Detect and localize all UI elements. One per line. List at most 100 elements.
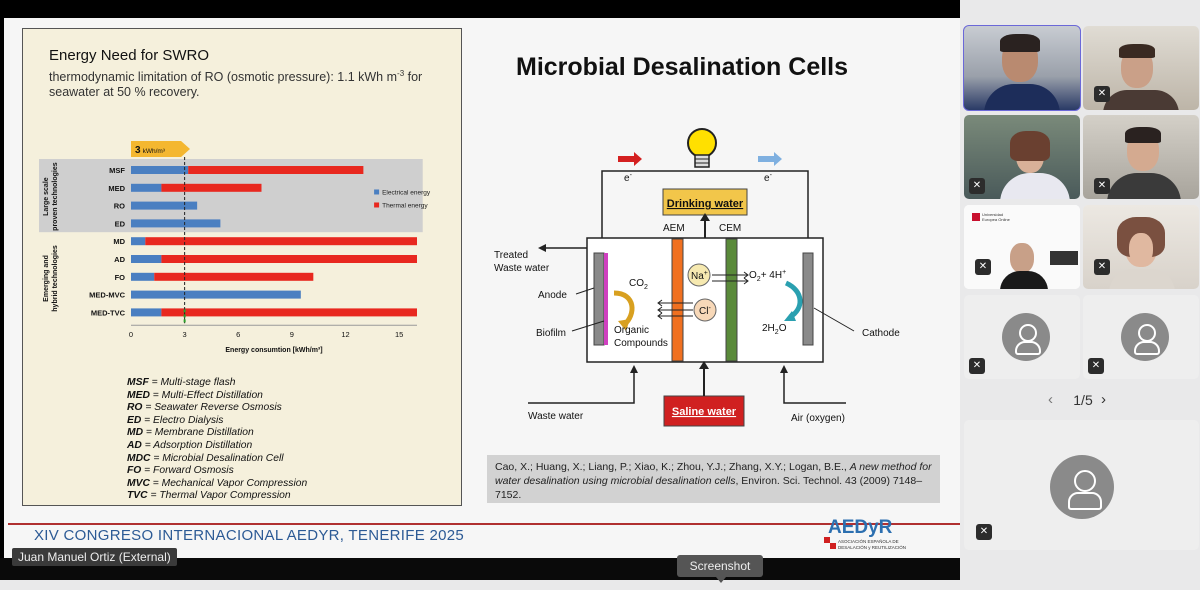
svg-text:AEDyR: AEDyR bbox=[828, 517, 893, 538]
cem-label: CEM bbox=[719, 223, 741, 234]
category-label: MSF bbox=[109, 166, 125, 175]
abbreviation-item: FO = Forward Osmosis bbox=[127, 465, 234, 477]
abbreviation-item: MD = Membrane Distillation bbox=[127, 427, 254, 439]
x-tick-label: 15 bbox=[395, 330, 403, 339]
abbreviation-item: TVC = Thermal Vapor Compression bbox=[127, 490, 291, 502]
treated-label: Treated bbox=[494, 250, 528, 261]
legend-swatch bbox=[374, 202, 380, 208]
footer-divider bbox=[8, 523, 960, 525]
screenshot-button[interactable]: Screenshot bbox=[677, 555, 763, 577]
category-label: MD bbox=[113, 237, 125, 246]
abbreviation-item: MDC = Microbial Desalination Cell bbox=[127, 452, 284, 464]
legend-label: Electrical energy bbox=[382, 189, 431, 196]
bar-med-thermal bbox=[161, 183, 262, 192]
category-label: MED bbox=[108, 184, 125, 193]
organic-label-1: Organic bbox=[614, 325, 649, 336]
treated-waste-label: Waste water bbox=[494, 263, 550, 274]
video-feed bbox=[964, 26, 1080, 110]
abbreviation-item: ED = Electro Dialysis bbox=[127, 414, 224, 426]
svg-text:DESALACIÓN y REUTILIZACIÓN: DESALACIÓN y REUTILIZACIÓN bbox=[838, 544, 906, 550]
x-axis-label: Energy consumtion [kWh/m³] bbox=[225, 347, 322, 354]
bar-ad-electrical bbox=[131, 255, 162, 263]
o2-label: O2+ 4H+ bbox=[749, 269, 786, 283]
participant-tile-3[interactable]: ✕ bbox=[964, 115, 1080, 199]
bar-med-electrical bbox=[131, 183, 162, 192]
mic-muted-icon: ✕ bbox=[1094, 86, 1110, 102]
co2-label: CO2 bbox=[629, 278, 648, 291]
drinking-water-box bbox=[662, 188, 748, 216]
participant-tile-8[interactable]: ✕ bbox=[1083, 295, 1199, 379]
abbreviation-item: AD = Adsorption Distillation bbox=[127, 439, 253, 451]
avatar-icon bbox=[1121, 313, 1169, 361]
abbreviation-item: RO = Seawater Reverse Osmosis bbox=[127, 402, 282, 414]
mdc-diagram: e- e- Drinking water AEM CEM Na+ Cl- bbox=[494, 128, 900, 427]
lightbulb-icon bbox=[687, 128, 717, 168]
h2o-label: 2H2O bbox=[762, 323, 787, 336]
page-indicator: 1/5 bbox=[1073, 392, 1093, 408]
bar-msf-electrical bbox=[131, 166, 189, 174]
aem-membrane bbox=[671, 238, 684, 362]
biofilm-label: Biofilm bbox=[536, 328, 566, 339]
bar-fo-thermal bbox=[154, 272, 314, 281]
mic-muted-icon: ✕ bbox=[1088, 358, 1104, 374]
electron-arrow-left bbox=[618, 152, 642, 166]
participant-tile-4[interactable]: ✕ bbox=[1083, 115, 1199, 199]
bar-med-mvc-electrical bbox=[131, 290, 301, 299]
energy-chart-panel: Energy Need for SWRO thermodynamic limit… bbox=[22, 28, 462, 506]
bar-ro-electrical bbox=[131, 201, 198, 210]
legend-label: Thermal energy bbox=[382, 202, 428, 209]
participant-tile-7[interactable]: ✕ bbox=[964, 295, 1080, 379]
next-page-button[interactable]: › bbox=[1101, 391, 1106, 408]
abbreviation-item: MVC = Mechanical Vapor Compression bbox=[127, 477, 308, 489]
x-tick-label: 6 bbox=[236, 330, 240, 339]
presentation-slide: Energy Need for SWRO thermodynamic limit… bbox=[4, 18, 960, 558]
mic-muted-icon: ✕ bbox=[969, 358, 985, 374]
participant-tile-1[interactable] bbox=[963, 25, 1081, 111]
callout-arrow bbox=[131, 141, 190, 157]
anode-label: Anode bbox=[538, 290, 567, 301]
electron-arrow-right bbox=[758, 152, 782, 166]
mdc-title: Microbial Desalination Cells bbox=[516, 53, 849, 81]
anode-electrode bbox=[593, 252, 605, 346]
x-tick-label: 0 bbox=[129, 330, 133, 339]
category-label: MED-TVC bbox=[91, 308, 126, 317]
bar-ed-electrical bbox=[131, 219, 221, 228]
category-label: ED bbox=[115, 219, 126, 228]
aedyr-logo: AEDyR ASOCIACIÓN ESPAÑOLA DE DESALACIÓN … bbox=[824, 517, 906, 550]
bar-fo-electrical bbox=[131, 272, 155, 281]
sodium-ion bbox=[687, 263, 711, 287]
e-left-label: e- bbox=[624, 172, 633, 184]
drinking-water-label: Drinking water bbox=[667, 198, 744, 210]
bar-md-thermal bbox=[145, 237, 418, 246]
mic-muted-icon: ✕ bbox=[976, 524, 992, 540]
waste-water-inlet-label: Waste water bbox=[528, 411, 584, 422]
saline-water-label: Saline water bbox=[672, 406, 737, 418]
video-feed bbox=[1083, 205, 1199, 289]
category-label: FO bbox=[115, 273, 126, 282]
avatar-icon bbox=[1050, 455, 1114, 519]
participant-tile-9[interactable]: ✕ bbox=[964, 420, 1199, 550]
previous-page-button[interactable]: ‹ bbox=[1048, 391, 1053, 408]
ion-arrows bbox=[657, 271, 749, 320]
energy-subtitle: thermodynamic limitation of RO (osmotic … bbox=[49, 69, 423, 100]
category-label: MED-MVC bbox=[89, 291, 125, 300]
participant-tile-2[interactable]: ✕ bbox=[1083, 26, 1199, 110]
x-tick-label: 3 bbox=[183, 330, 187, 339]
bar-med-tvc-electrical bbox=[131, 308, 162, 317]
mic-muted-icon: ✕ bbox=[1094, 259, 1110, 275]
mic-muted-icon: ✕ bbox=[1094, 178, 1110, 194]
energy-title: Energy Need for SWRO bbox=[49, 47, 210, 64]
cathode-electrode bbox=[802, 252, 814, 346]
participant-tile-6[interactable]: ✕ bbox=[1083, 205, 1199, 289]
congress-title: XIV CONGRESO INTERNACIONAL AEDYR, TENERI… bbox=[34, 527, 465, 544]
category-label: RO bbox=[114, 202, 125, 211]
bar-msf-thermal bbox=[188, 166, 364, 174]
legend-swatch bbox=[374, 189, 380, 195]
aem-label: AEM bbox=[663, 223, 685, 234]
